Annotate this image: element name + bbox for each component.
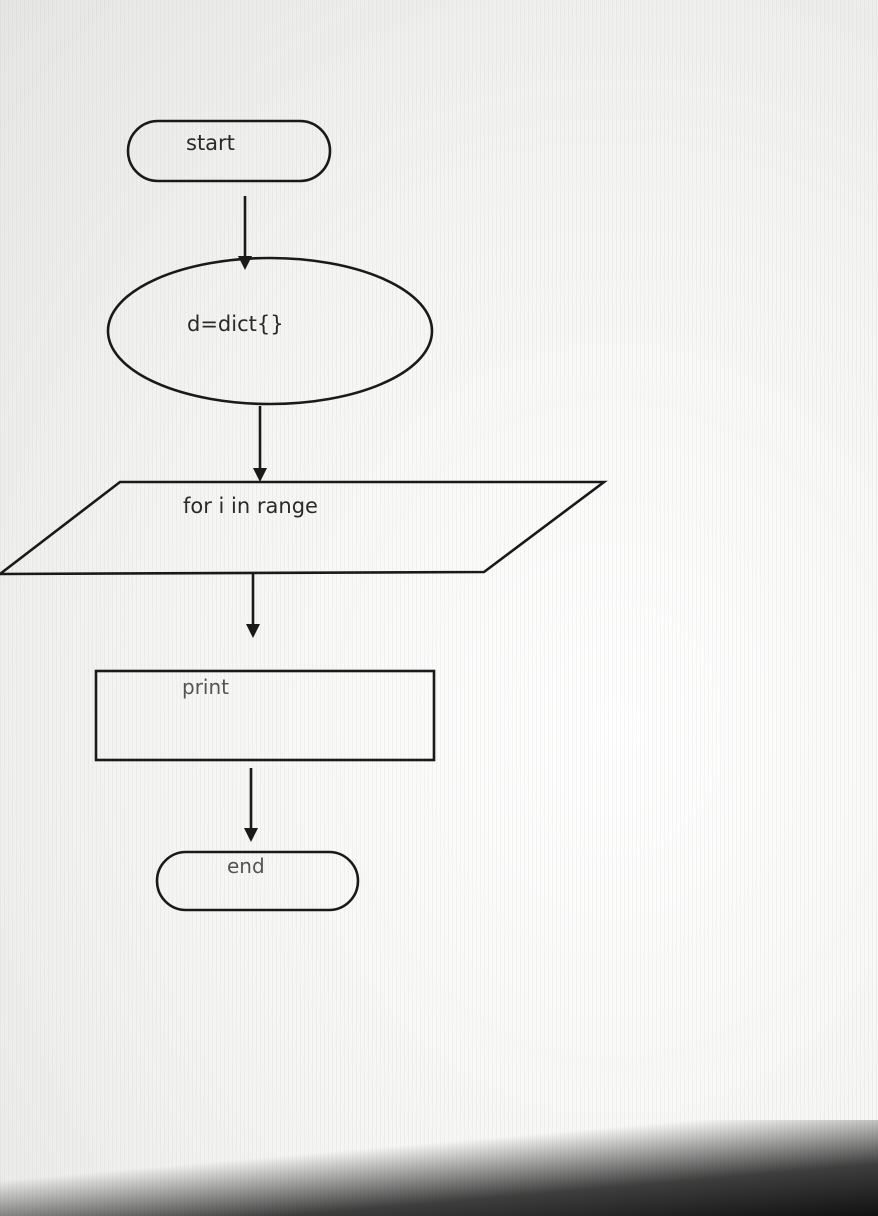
arrowhead-end (244, 828, 258, 842)
process-label: d=dict{} (187, 312, 284, 336)
end-label: end (227, 854, 265, 878)
process-ellipse-shape (106, 256, 434, 406)
arrowhead-loop (253, 468, 267, 482)
loop-parallelogram-shape (0, 480, 608, 576)
end-node: end (155, 850, 360, 912)
arrowhead-output (246, 624, 260, 638)
start-node: start (126, 119, 332, 183)
loop-node: for i in range (0, 480, 608, 576)
output-label: print (182, 675, 229, 699)
loop-label: for i in range (183, 494, 318, 518)
output-node: print (94, 669, 436, 762)
output-rectangle-shape (94, 669, 436, 762)
start-label: start (186, 131, 235, 155)
process-node: d=dict{} (106, 256, 434, 406)
start-terminator-shape (126, 119, 332, 183)
end-terminator-shape (155, 850, 360, 912)
